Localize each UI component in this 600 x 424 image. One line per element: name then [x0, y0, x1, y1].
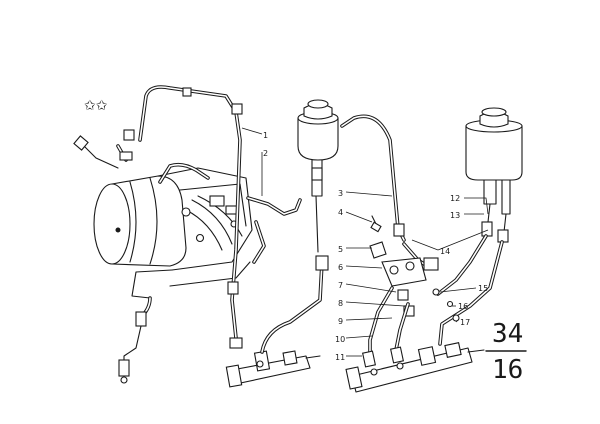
callout-16: 16 [458, 302, 468, 311]
callout-12: 12 [450, 194, 460, 203]
callout-numbers: 1 2 3 4 5 6 7 8 9 10 11 12 13 14 15 16 1… [263, 131, 488, 362]
brake-servo-assembly [93, 167, 253, 384]
callout-15: 15 [478, 284, 488, 293]
callout-1: 1 [263, 131, 268, 140]
callout-5: 5 [338, 245, 343, 254]
callout-13: 13 [450, 211, 460, 220]
page-number-bottom: 16 [492, 355, 523, 385]
master-cylinder-left [225, 255, 329, 388]
callout-6: 6 [338, 263, 343, 272]
stars-marker: ✩✩ [84, 98, 108, 114]
callout-17: 17 [460, 318, 470, 327]
page-number: 34 16 [485, 319, 527, 385]
callout-2: 2 [263, 149, 268, 158]
callout-7: 7 [338, 281, 343, 290]
brake-line-2 [158, 162, 302, 264]
callout-4: 4 [338, 208, 343, 217]
callout-14: 14 [440, 247, 450, 256]
brake-line-1 [138, 85, 243, 349]
callout-8: 8 [338, 299, 343, 308]
master-cylinder-right [345, 342, 485, 393]
page-number-top: 34 [492, 319, 523, 349]
callout-11: 11 [335, 353, 345, 362]
callout-10: 10 [335, 335, 345, 344]
fluid-reservoir-right [465, 107, 523, 243]
fluid-reservoir-middle [297, 99, 339, 253]
callout-3: 3 [338, 189, 343, 198]
brake-distributor [368, 215, 460, 356]
brake-line-3 [340, 114, 406, 242]
leader-lines [241, 127, 489, 357]
callout-9: 9 [338, 317, 343, 326]
vacuum-hose-left [73, 129, 135, 169]
